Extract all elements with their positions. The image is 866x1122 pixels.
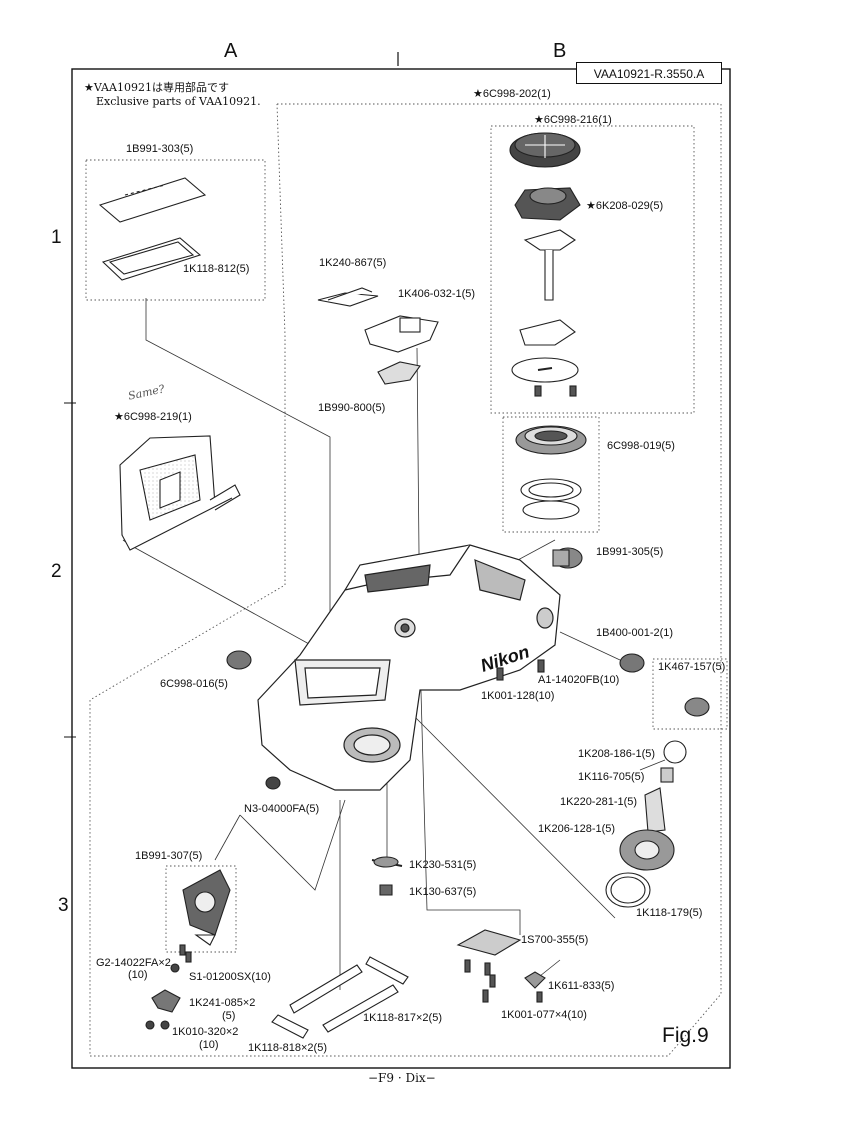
part-label: 1B400-001-2(1) [596, 627, 674, 639]
part-label: 1K467-157(5) [658, 661, 726, 673]
part-label: 1K118-812(5) [183, 263, 250, 275]
part-label: 1K206-128-1(5) [538, 823, 616, 835]
prism-cover-body [257, 544, 561, 791]
part-label: 1K118-817×2(5) [363, 1012, 442, 1024]
part-label: N3-04000FA(5) [244, 803, 320, 815]
group-box-1k467-157 [652, 658, 728, 730]
page-frame [71, 68, 731, 1069]
row-label-1: 1 [51, 227, 62, 248]
part-label: G2-14022FA×2 [96, 957, 171, 969]
part-label: 1K118-818×2(5) [248, 1042, 327, 1054]
bottom-components [145, 856, 546, 1039]
part-label: ★6C998-216(1) [534, 114, 612, 126]
leader-line [416, 347, 521, 935]
group-box-6c998-216 [490, 125, 695, 414]
part-label: 1B990-800(5) [318, 402, 386, 414]
part-label: ★6C998-219(1) [114, 411, 192, 423]
leader-line [145, 298, 331, 655]
leader-line [239, 799, 346, 891]
mode-dial-stack [509, 132, 581, 397]
group-boundary-6c998-202 [89, 103, 722, 1057]
leader-line [639, 759, 666, 771]
part-label: 1B991-307(5) [135, 850, 203, 862]
leader-line [214, 814, 241, 861]
part-label: 1B991-305(5) [596, 546, 664, 558]
part-label: ★6K208-029(5) [586, 200, 664, 212]
group-box-1b991-303 [85, 159, 266, 301]
leader-line [409, 711, 616, 919]
part-label: 1K230-531(5) [409, 859, 477, 871]
group-box-1b991-307 [165, 865, 237, 953]
side-components [226, 547, 710, 908]
accessory-shoe [317, 287, 439, 385]
part-label: A1-14020FB(10) [538, 674, 620, 686]
part-label: 1B991-303(5) [126, 143, 194, 155]
part-label: 1S700-355(5) [521, 934, 589, 946]
exclusive-note-en: Exclusive parts of VAA10921. [96, 95, 261, 108]
part-label: 1K611-833(5) [548, 980, 615, 992]
leader-line [559, 631, 621, 661]
part-label: 1K208-186-1(5) [578, 748, 656, 760]
document-id: VAA10921-R.3550.A [576, 62, 722, 84]
part-quantity: (10) [128, 969, 148, 981]
leader-line [122, 539, 339, 661]
part-label: 6C998-016(5) [160, 678, 228, 690]
part-label: 1K130-637(5) [409, 886, 477, 898]
column-label-a: A [224, 40, 238, 62]
part-label: 1K118-179(5) [636, 907, 703, 919]
part-label: 1K241-085×2 [189, 997, 256, 1009]
exclusive-note-jp: ★VAA10921は専用部品です [84, 81, 229, 94]
dial-ring [515, 425, 587, 520]
finder-window-glass [98, 177, 207, 281]
part-label: 6C998-019(5) [607, 440, 675, 452]
part-label: ★6C998-202(1) [473, 88, 551, 100]
column-label-b: B [553, 40, 567, 62]
page-footer: −F9 · Dix− [368, 1071, 436, 1085]
part-label: 1K240-867(5) [319, 257, 387, 269]
part-label: 1K010-320×2 [172, 1026, 239, 1038]
row-label-3: 3 [58, 895, 69, 916]
row-label-2: 2 [51, 561, 62, 582]
part-label: 1K406-032-1(5) [398, 288, 476, 300]
part-label: 1K001-128(10) [481, 690, 555, 702]
part-quantity: (5) [222, 1010, 236, 1022]
part-label: S1-01200SX(10) [189, 971, 271, 983]
part-label: 1K116-705(5) [578, 771, 645, 783]
part-label: 1K001-077×4(10) [501, 1009, 587, 1021]
figure-label: Fig.9 [662, 1024, 709, 1047]
group-box-6c998-019 [502, 416, 600, 533]
part-label: 1K220-281-1(5) [560, 796, 638, 808]
eyepiece-housing [119, 435, 241, 551]
part-quantity: (10) [199, 1039, 219, 1051]
